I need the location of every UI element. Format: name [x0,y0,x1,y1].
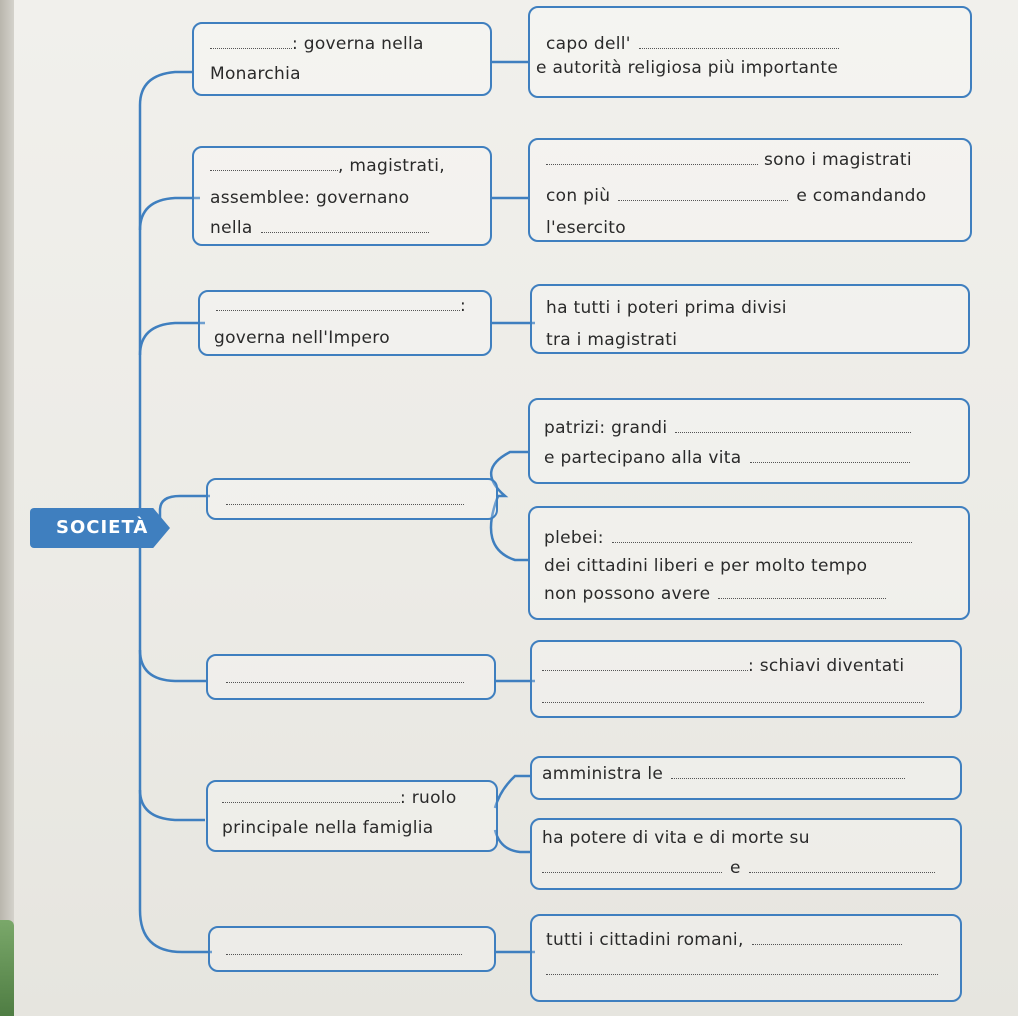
text-liberti-blank [226,668,464,688]
root-societa: SOCIETÀ [30,508,170,548]
box-cittadini-def [530,914,962,1002]
text-patrizi-line2: e partecipano alla vita [544,448,910,468]
text-fragment: e [730,858,741,878]
text-fragment: : governa nella [292,34,424,54]
blank-field[interactable] [226,668,464,683]
text-fragment: : [460,296,467,316]
text-imperatore-line1: ha tutti i poteri prima divisi [546,298,787,318]
text-re-line2: e autorità religiosa più importante [536,58,839,78]
text-pater-line1: : ruolo [222,788,457,808]
box-consoli [528,138,972,242]
box-repubblica [192,146,492,246]
box-liberti [206,654,496,700]
text-fragment: non possono avere [544,584,711,604]
root-label: SOCIETÀ [56,517,149,538]
blank-field[interactable] [542,858,722,873]
text-pater-line2: principale nella famiglia [222,818,434,838]
page-edge [0,0,14,1016]
text-repubblica-line3: nella [210,218,429,238]
text-potere-line2: e [542,858,935,878]
text-consoli-line3: l'esercito [546,218,626,238]
blank-field[interactable] [638,34,839,49]
text-fragment: sono i magistrati [764,150,912,170]
text-plebei-line1: plebei: [544,528,912,548]
box-re [528,6,972,98]
blank-field[interactable] [751,930,902,945]
blank-field[interactable] [542,688,924,703]
blank-field[interactable] [216,296,460,311]
text-plebei-line3: non possono avere [544,584,887,604]
blank-field[interactable] [749,448,910,463]
text-fragment: : ruolo [400,788,457,808]
text-plebei-line2: dei cittadini liberi e per molto tempo [544,556,868,576]
text-monarchia-line1: : governa nella [210,34,424,54]
text-potere-line1: ha potere di vita e di morte su [542,828,810,848]
text-monarchia-line2: Monarchia [210,64,301,84]
blank-field[interactable] [260,218,429,233]
text-impero-line1: : [216,296,466,316]
plant-leaf-decoration [0,920,14,1016]
blank-field[interactable] [542,656,748,671]
box-imperatore [530,284,970,354]
box-classi-sociali [206,478,498,520]
text-cittadini-blank [226,940,462,960]
blank-field[interactable] [546,150,758,165]
text-fragment: patrizi: grandi [544,418,668,438]
blank-field[interactable] [748,858,935,873]
text-fragment: : schiavi diventati [748,656,905,676]
text-fragment: amministra le [542,764,664,784]
text-classi-blank [226,490,464,510]
worksheet-page [10,0,1018,1016]
blank-field[interactable] [222,788,400,803]
box-pater-familias [206,780,498,852]
blank-field[interactable] [226,490,464,505]
blank-field[interactable] [210,156,338,171]
blank-field[interactable] [546,960,938,975]
text-liberti-def-line1: : schiavi diventati [542,656,904,676]
blank-field[interactable] [210,34,292,49]
box-impero [198,290,492,356]
text-re-line1: capo dell' [546,34,839,54]
blank-field[interactable] [226,940,462,955]
blank-field[interactable] [718,584,887,599]
box-potere [530,818,962,890]
text-fragment: con più [546,186,611,206]
box-cittadini [208,926,496,972]
box-liberti-def [530,640,962,718]
text-fragment: , magistrati, [338,156,445,176]
text-fragment: nella [210,218,253,238]
blank-field[interactable] [675,418,912,433]
text-consoli-line1: sono i magistrati [546,150,912,170]
box-patrizi [528,398,970,484]
box-monarchia [192,22,492,96]
text-repubblica-line2: assemblee: governano [210,188,410,208]
text-cittadini-def-line1: tutti i cittadini romani, [546,930,902,950]
text-fragment: tutti i cittadini romani, [546,930,744,950]
text-impero-line2: governa nell'Impero [214,328,390,348]
text-imperatore-line2: tra i magistrati [546,330,678,350]
text-liberti-def-line2 [542,688,924,708]
blank-field[interactable] [671,764,906,779]
text-consoli-line2: con più e comandando [546,186,926,206]
text-patrizi-line1: patrizi: grandi [544,418,912,438]
text-fragment: e partecipano alla vita [544,448,742,468]
text-amministra-line1: amministra le [542,764,906,784]
text-repubblica-line1: , magistrati, [210,156,445,176]
blank-field[interactable] [611,528,912,543]
text-fragment: plebei: [544,528,604,548]
box-plebei [528,506,970,620]
text-cittadini-def-line2 [546,960,938,980]
blank-field[interactable] [618,186,789,201]
text-fragment: capo dell' [546,34,631,54]
text-fragment: e comandando [796,186,927,206]
